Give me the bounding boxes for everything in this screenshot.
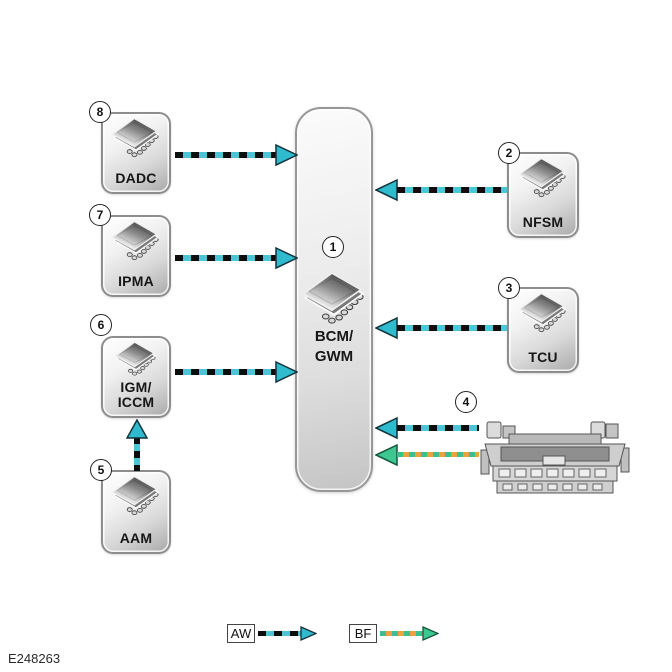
badge-6: 6	[90, 314, 112, 336]
module-label-bcm-gwm: BCM/ GWM	[314, 328, 354, 365]
module-igm-iccm: IGM/ ICCM	[101, 336, 171, 418]
module-nfsm: NFSM	[507, 152, 579, 238]
arrowhead-left-icon	[375, 416, 399, 440]
chip-icon	[110, 220, 162, 264]
badge-2: 2	[498, 142, 520, 164]
chip-icon	[517, 157, 569, 201]
arrowhead-right-icon	[300, 625, 317, 642]
arrowhead-left-icon	[375, 443, 399, 467]
chip-icon	[110, 117, 162, 161]
module-label-igm-iccm: IGM/ ICCM	[117, 379, 155, 410]
arrowhead-up-icon	[126, 419, 148, 439]
chip-icon	[517, 292, 569, 336]
module-label-dadc: DADC	[115, 170, 157, 186]
module-bcm-gwm: BCM/ GWM	[295, 107, 373, 492]
badge-4: 4	[455, 391, 477, 413]
badge-1: 1	[322, 236, 344, 258]
arrowhead-right-icon	[274, 360, 298, 384]
arrowhead-left-icon	[375, 316, 399, 340]
module-aam: AAM	[101, 470, 171, 554]
badge-7: 7	[89, 204, 111, 226]
figure-id: E248263	[8, 651, 61, 666]
arrowhead-right-icon	[274, 143, 298, 167]
badge-8: 8	[89, 101, 111, 123]
chip-icon	[301, 271, 367, 329]
connector-icon	[479, 416, 631, 501]
legend-label-bf: BF	[349, 624, 377, 643]
chip-icon	[110, 475, 162, 519]
badge-5: 5	[90, 459, 112, 481]
module-label-ipma: IPMA	[118, 273, 154, 289]
module-ipma: IPMA	[101, 215, 171, 297]
module-dadc: DADC	[101, 112, 171, 194]
arrowhead-right-icon	[274, 246, 298, 270]
module-tcu: TCU	[507, 287, 579, 373]
arrowhead-left-icon	[375, 178, 399, 202]
module-label-nfsm: NFSM	[522, 214, 564, 230]
badge-3: 3	[498, 277, 520, 299]
legend-label-aw: AW	[227, 624, 255, 643]
module-label-aam: AAM	[119, 530, 153, 546]
arrowhead-right-icon	[422, 625, 439, 642]
chip-icon	[113, 341, 159, 379]
module-label-tcu: TCU	[528, 349, 558, 365]
